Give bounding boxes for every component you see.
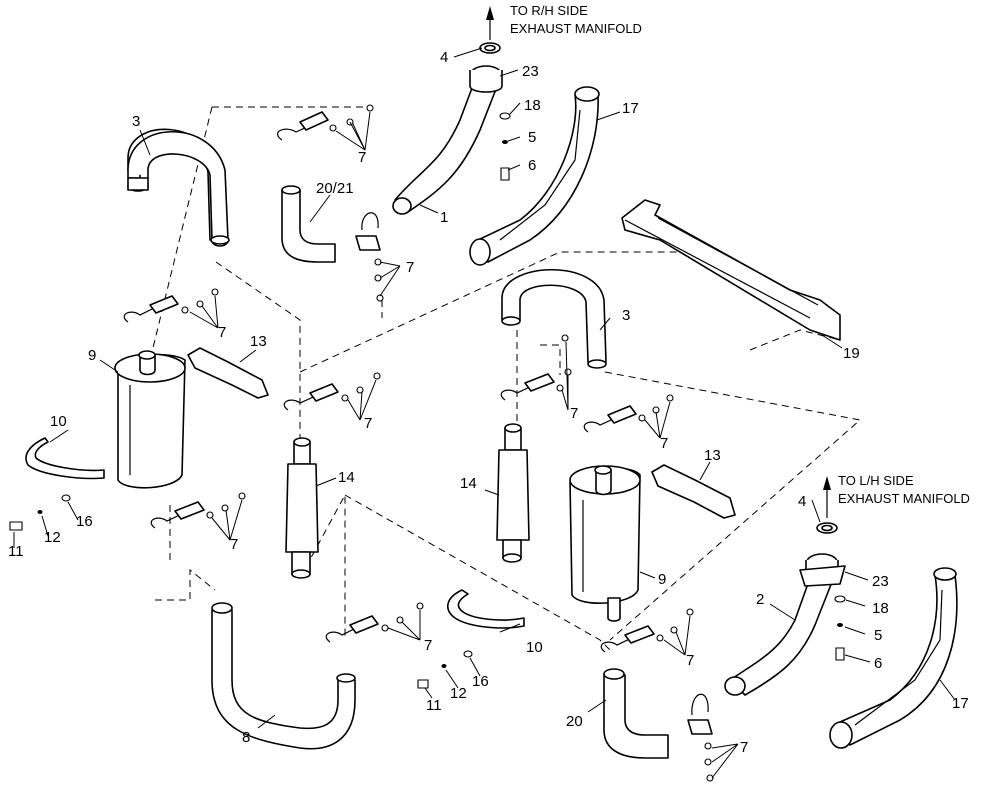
assembly-dashed-lines [149, 106, 862, 651]
callout-13: 13 [250, 333, 267, 350]
callout-12: 12 [450, 685, 467, 702]
pipe-17-lower [829, 567, 958, 749]
pipe-17-upper [469, 86, 600, 266]
clamps-7 [123, 104, 714, 782]
callout-7: 7 [230, 536, 238, 553]
callout-23: 23 [522, 63, 539, 80]
pipe-3-right [501, 268, 607, 369]
elbow-20 [603, 668, 669, 759]
callout-3: 3 [132, 113, 140, 130]
callout-4: 4 [798, 493, 806, 510]
strap-10-left [25, 437, 105, 480]
pipe-2 [724, 553, 846, 696]
callout-8: 8 [242, 729, 250, 746]
callout-20: 20 [566, 713, 583, 730]
lh-note-line2: EXHAUST MANIFOLD [838, 491, 970, 506]
gasket-4 [479, 42, 838, 534]
callout-3: 3 [622, 307, 630, 324]
callout-10: 10 [526, 639, 543, 656]
bracket-13-right [651, 464, 736, 519]
callout-7: 7 [358, 149, 366, 166]
callout-7: 7 [364, 415, 372, 432]
callout-5: 5 [528, 129, 536, 146]
pipe-3-left [127, 128, 230, 247]
strap-10-right [447, 589, 525, 629]
callout-6: 6 [874, 655, 882, 672]
callout-7: 7 [660, 435, 668, 452]
rh-note-line2: EXHAUST MANIFOLD [510, 21, 642, 36]
bracket-13-left [187, 347, 269, 399]
muffler-9-left [114, 350, 186, 489]
bracket-19 [621, 199, 841, 341]
callout-2: 2 [756, 591, 764, 608]
callout-5: 5 [874, 627, 882, 644]
notes: TO R/H SIDE EXHAUST MANIFOLD TO L/H SIDE… [510, 3, 970, 506]
callout-17: 17 [952, 695, 969, 712]
arrows [486, 6, 831, 518]
callout-7: 7 [218, 324, 226, 341]
hardware [9, 112, 846, 689]
leader-lines [13, 47, 956, 779]
elbow-20-21 [281, 185, 336, 263]
callout-20-21: 20/21 [316, 180, 354, 197]
callout-10: 10 [50, 413, 67, 430]
callout-7: 7 [424, 637, 432, 654]
callout-23: 23 [872, 573, 889, 590]
callout-17: 17 [622, 100, 639, 117]
callout-4: 4 [440, 49, 448, 66]
callout-14: 14 [338, 469, 355, 486]
callout-9: 9 [88, 347, 96, 364]
callout-1: 1 [440, 209, 448, 226]
callout-13: 13 [704, 447, 721, 464]
callout-11: 11 [426, 697, 442, 714]
rh-note-line1: TO R/H SIDE [510, 3, 588, 18]
callout-7: 7 [686, 652, 694, 669]
callout-6: 6 [528, 157, 536, 174]
callout-11: 11 [8, 543, 24, 560]
callout-16: 16 [472, 673, 489, 690]
callout-labels: 4 23 18 5 6 17 1 3 7 20/21 7 7 13 9 3 19… [8, 49, 969, 756]
callout-7: 7 [740, 739, 748, 756]
callout-18: 18 [872, 600, 889, 617]
resonator-14-left [285, 437, 319, 579]
callout-7: 7 [406, 259, 414, 276]
pipe-1 [392, 65, 503, 215]
callout-18: 18 [524, 97, 541, 114]
muffler-9-right [569, 465, 641, 622]
callout-19: 19 [843, 345, 860, 362]
callout-7: 7 [570, 405, 578, 422]
callout-12: 12 [44, 529, 61, 546]
lh-note-line1: TO L/H SIDE [838, 473, 914, 488]
callout-14: 14 [460, 475, 477, 492]
callout-16: 16 [76, 513, 93, 530]
callout-9: 9 [658, 571, 666, 588]
resonator-14-right [496, 423, 530, 563]
pipe-8 [211, 602, 356, 750]
